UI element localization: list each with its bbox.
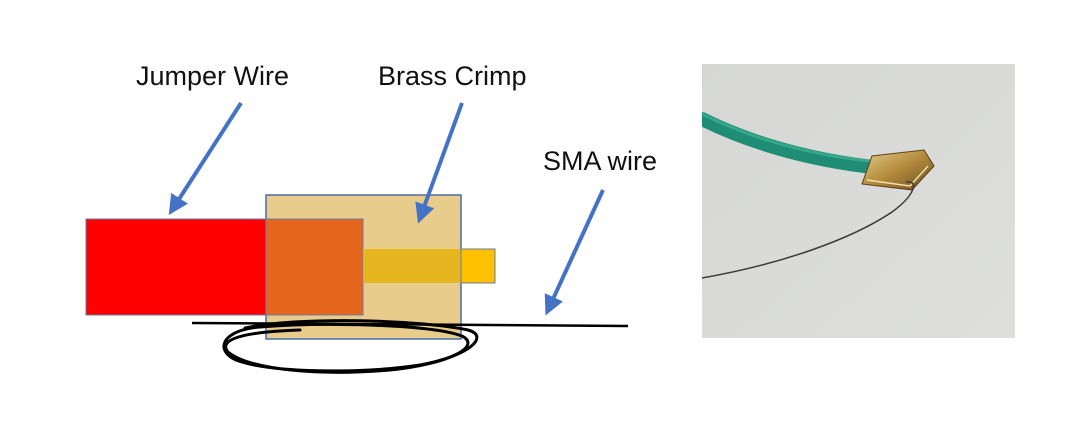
photo-background [702, 64, 1015, 338]
jumper-wire-label: Jumper Wire [136, 61, 290, 91]
jumper-wire-body [85, 218, 267, 316]
inner-tube [363, 249, 461, 283]
sma-wire-loops [222, 319, 479, 374]
sma-wire-arrow [544, 189, 605, 316]
tube-tip [460, 248, 496, 284]
crimp-photo [702, 64, 1015, 338]
jumper-wire-arrow [168, 101, 243, 216]
photo-green-cable [702, 112, 889, 175]
photo-sma-wire [702, 181, 915, 279]
photo-crimp-edge [866, 165, 929, 187]
brass-crimp-arrow [415, 102, 464, 224]
sma-wire-label: SMA wire [543, 146, 658, 176]
brass-crimp-label: Brass Crimp [378, 61, 527, 91]
jumper-wire-inside-crimp [265, 218, 364, 316]
photo-green-cable-highlight [702, 112, 880, 164]
